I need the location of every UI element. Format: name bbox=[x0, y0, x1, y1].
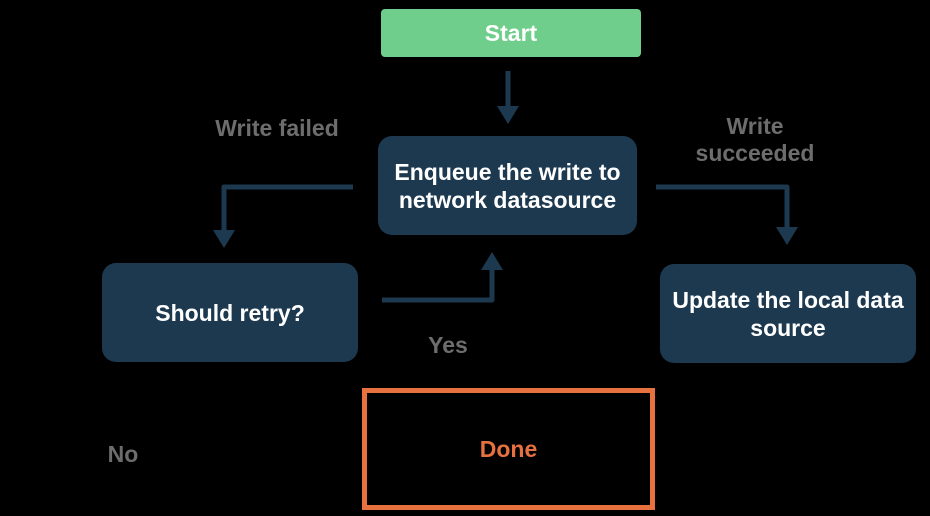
edge-label-no: No bbox=[107, 441, 139, 467]
node-done: Done bbox=[362, 388, 655, 510]
node-should-retry-label: Should retry? bbox=[155, 299, 305, 326]
connector-enqueue-to-update-local bbox=[656, 184, 790, 229]
arrowhead-should-retry-to-enqueue bbox=[481, 252, 503, 270]
arrowhead-start-to-enqueue bbox=[497, 106, 519, 124]
node-start-label: Start bbox=[484, 20, 538, 46]
connector-enqueue-to-should-retry bbox=[221, 184, 353, 232]
node-done-label: Done bbox=[479, 436, 538, 462]
node-update-local-source: Update the local data source bbox=[660, 264, 916, 363]
arrowhead-enqueue-to-update-local bbox=[776, 227, 798, 245]
arrowhead-enqueue-to-should-retry bbox=[213, 230, 235, 248]
node-should-retry: Should retry? bbox=[102, 263, 358, 362]
edge-label-write-succeeded: Write succeeded bbox=[695, 113, 815, 166]
node-update-local-source-label: Update the local data source bbox=[672, 286, 904, 341]
connector-should-retry-to-enqueue bbox=[382, 268, 495, 303]
node-enqueue-write: Enqueue the write to network datasource bbox=[378, 136, 637, 235]
node-start: Start bbox=[381, 9, 641, 57]
edge-label-write-failed: Write failed bbox=[215, 115, 339, 141]
node-enqueue-write-label: Enqueue the write to network datasource bbox=[394, 158, 621, 213]
edge-label-yes: Yes bbox=[428, 332, 468, 358]
